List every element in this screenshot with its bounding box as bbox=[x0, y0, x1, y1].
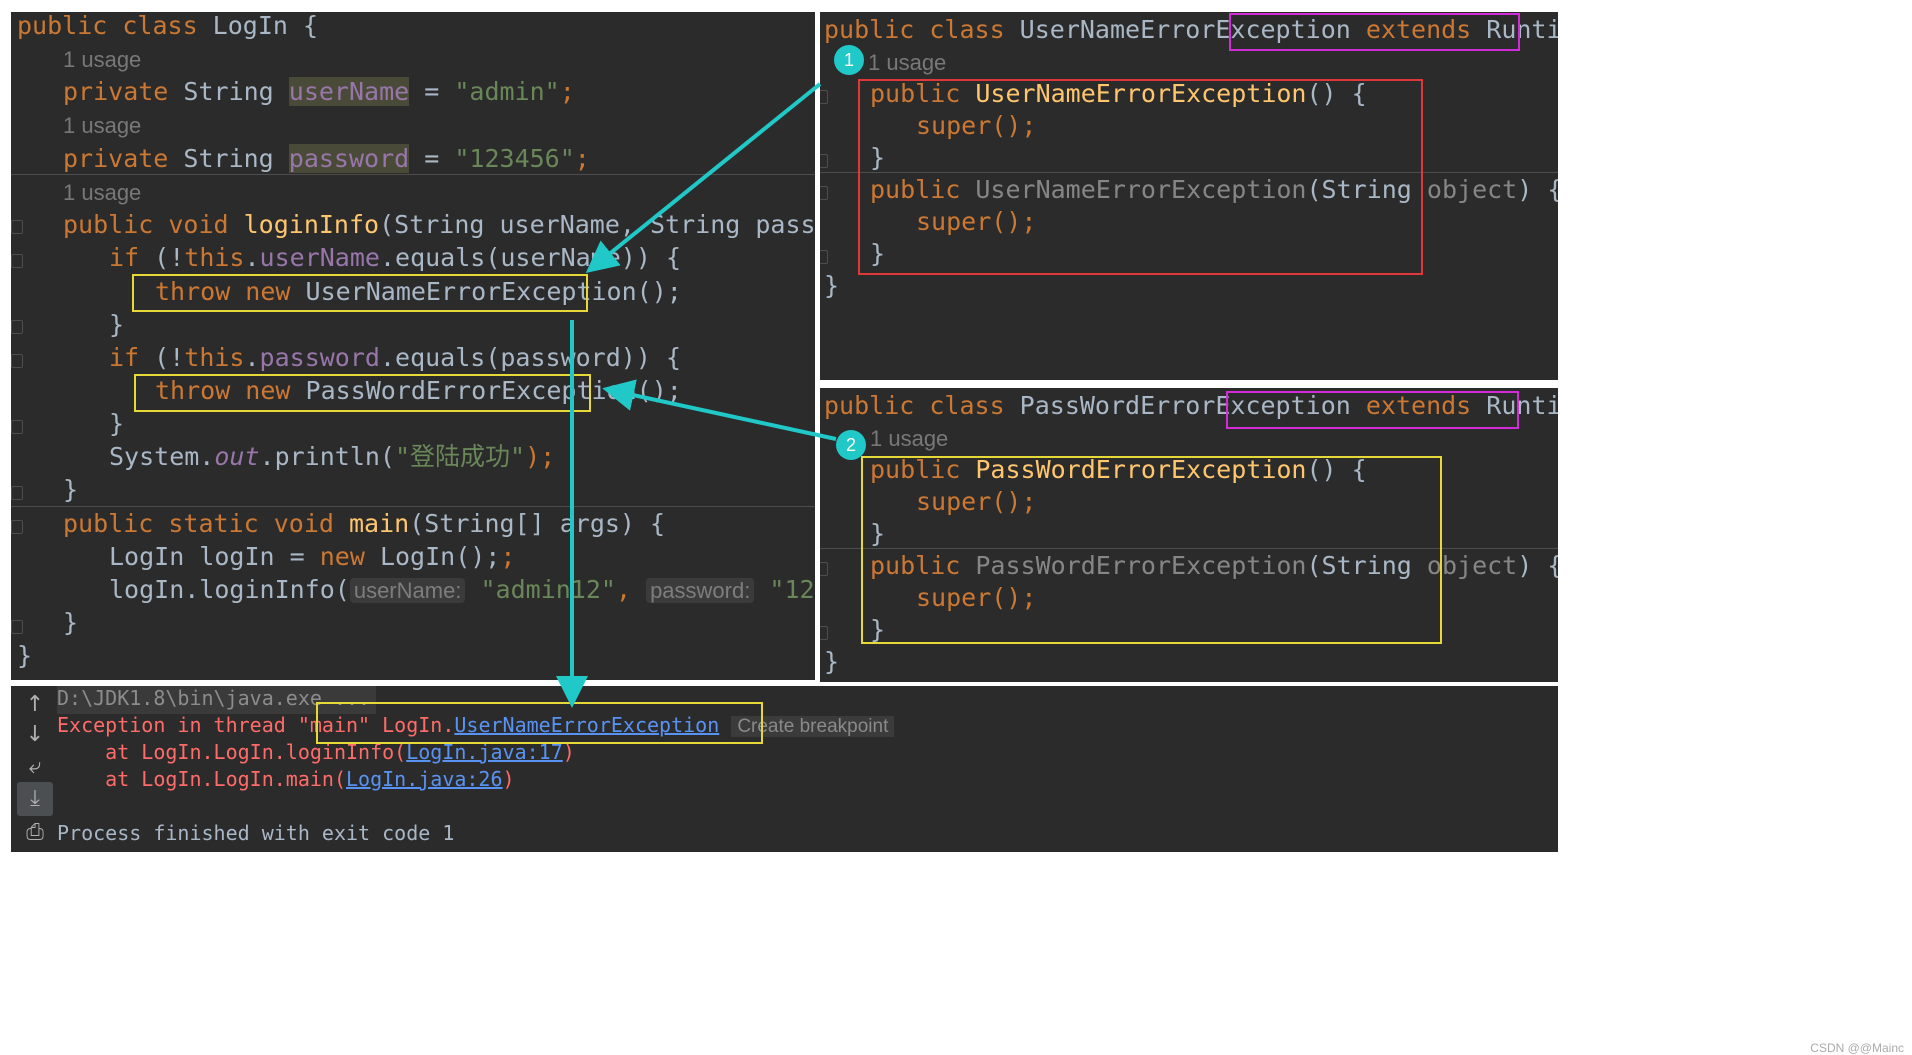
code-line-close[interactable]: } bbox=[870, 615, 886, 644]
fold-gutter-icon[interactable] bbox=[820, 250, 828, 264]
usage-hint[interactable]: 1 usage bbox=[63, 180, 142, 205]
fold-gutter-icon[interactable] bbox=[11, 320, 23, 334]
usage-hint[interactable]: 1 usage bbox=[63, 47, 142, 72]
usage-hint[interactable]: 1 usage bbox=[870, 426, 949, 451]
highlight-box-console-exception bbox=[316, 702, 763, 744]
code-line-close[interactable]: } bbox=[824, 647, 840, 676]
login-editor[interactable]: public class LogIn { 1 usage private Str… bbox=[11, 12, 815, 680]
code-line-close[interactable]: } bbox=[63, 475, 79, 504]
soft-wrap-icon[interactable]: ⤶ bbox=[28, 754, 42, 779]
scroll-to-end-icon[interactable]: ⤓ bbox=[17, 782, 53, 816]
code-line-if-password[interactable]: if (!this.password.equals(password)) { bbox=[109, 343, 681, 372]
watermark: CSDN @@Mainc bbox=[1810, 1041, 1904, 1055]
console-exception-line[interactable]: Exception in thread "main" LogIn.UserNam… bbox=[57, 709, 895, 741]
code-line-close[interactable]: } bbox=[824, 271, 840, 300]
username-exception-editor[interactable]: public class UserNameErrorException exte… bbox=[820, 12, 1558, 380]
highlight-box-username-ctors bbox=[858, 79, 1423, 275]
code-line-class-decl[interactable]: public class UserNameErrorException exte… bbox=[824, 15, 1558, 44]
code-line-ctor[interactable]: public UserNameErrorException() { bbox=[870, 79, 1367, 108]
fold-gutter-icon[interactable] bbox=[820, 562, 828, 576]
code-line-call[interactable]: logIn.loginInfo(userName: "admin12", pas… bbox=[109, 575, 815, 604]
fold-gutter-icon[interactable] bbox=[11, 420, 23, 434]
fold-gutter-icon[interactable] bbox=[820, 186, 828, 200]
method-separator bbox=[820, 172, 1558, 173]
usage-hint[interactable]: 1 usage bbox=[63, 113, 142, 138]
method-separator bbox=[11, 506, 815, 507]
create-breakpoint-link[interactable]: Create breakpoint bbox=[731, 716, 895, 737]
console-exit-line: Process finished with exit code 1 bbox=[57, 821, 455, 845]
code-line-super[interactable]: super(); bbox=[916, 111, 1037, 140]
code-line-close[interactable]: } bbox=[870, 143, 886, 172]
code-line-close[interactable]: } bbox=[109, 310, 125, 339]
code-line-throw-username[interactable]: throw new UserNameErrorException(); bbox=[155, 277, 682, 306]
highlight-box-extends-password bbox=[1226, 391, 1519, 429]
scroll-down-icon[interactable]: ↓ bbox=[25, 722, 45, 747]
usage-hint[interactable]: 1 usage bbox=[868, 50, 947, 75]
fold-gutter-icon[interactable] bbox=[820, 626, 828, 640]
method-separator bbox=[820, 548, 1558, 549]
code-line-field-password[interactable]: private String password = "123456"; bbox=[63, 144, 590, 173]
code-line-close[interactable]: } bbox=[63, 608, 79, 637]
code-line-close[interactable]: } bbox=[109, 409, 125, 438]
code-line-println[interactable]: System.out.println("登陆成功"); bbox=[109, 442, 556, 471]
fold-gutter-icon[interactable] bbox=[11, 486, 23, 500]
code-line-close[interactable]: } bbox=[870, 519, 886, 548]
scroll-up-icon[interactable]: ↑ bbox=[25, 692, 45, 717]
stack-trace-link[interactable]: LogIn.java:17 bbox=[406, 740, 563, 764]
highlight-box-password-ctors bbox=[861, 456, 1442, 644]
highlight-box-extends-username bbox=[1229, 13, 1520, 51]
code-line-class-decl[interactable]: public class PassWordErrorException exte… bbox=[824, 391, 1558, 420]
run-console[interactable]: ↑ ↓ ⤶ ⤓ ⎙ D:\JDK1.8\bin\java.exe ... Exc… bbox=[11, 686, 1558, 852]
fold-gutter-icon[interactable] bbox=[820, 154, 828, 168]
console-stack-trace-line[interactable]: at LogIn.LogIn.loginInfo(LogIn.java:17) bbox=[57, 740, 575, 764]
fold-gutter-icon[interactable] bbox=[11, 620, 23, 634]
code-line-class-decl[interactable]: public class LogIn { bbox=[17, 12, 319, 40]
code-line-ctor[interactable]: public UserNameErrorException(String obj… bbox=[870, 175, 1558, 204]
code-line-ctor[interactable]: public PassWordErrorException() { bbox=[870, 455, 1367, 484]
code-line-field-username[interactable]: private String userName = "admin"; bbox=[63, 77, 575, 106]
code-line-super[interactable]: super(); bbox=[916, 583, 1037, 612]
param-hint: password: bbox=[646, 578, 755, 603]
code-line-super[interactable]: super(); bbox=[916, 207, 1037, 236]
fold-gutter-icon[interactable] bbox=[11, 354, 23, 368]
param-hint: userName: bbox=[349, 578, 466, 603]
fold-gutter-icon[interactable] bbox=[11, 254, 23, 268]
highlight-box-throw-username bbox=[132, 274, 588, 312]
annotation-badge-1: 1 bbox=[834, 45, 864, 75]
console-command[interactable]: D:\JDK1.8\bin\java.exe ... bbox=[57, 686, 377, 714]
stack-trace-link[interactable]: LogIn.java:26 bbox=[345, 767, 503, 791]
print-icon[interactable]: ⎙ bbox=[26, 820, 44, 845]
highlight-box-throw-password bbox=[134, 374, 591, 412]
code-line-close[interactable]: } bbox=[17, 641, 33, 670]
password-exception-editor[interactable]: public class PassWordErrorException exte… bbox=[820, 388, 1558, 682]
code-line-super[interactable]: super(); bbox=[916, 487, 1037, 516]
fold-gutter-icon[interactable] bbox=[820, 90, 828, 104]
method-separator bbox=[11, 174, 815, 175]
code-line-new-login[interactable]: LogIn logIn = new LogIn();; bbox=[109, 542, 516, 571]
annotation-badge-2: 2 bbox=[836, 430, 866, 460]
fold-gutter-icon[interactable] bbox=[11, 220, 23, 234]
exception-class-link[interactable]: UserNameErrorException bbox=[454, 713, 720, 737]
code-line-ctor[interactable]: public PassWordErrorException(String obj… bbox=[870, 551, 1558, 580]
console-stack-trace-line[interactable]: at LogIn.LogIn.main(LogIn.java:26) bbox=[57, 767, 515, 791]
fold-gutter-icon[interactable] bbox=[11, 520, 23, 534]
code-line-main-sig[interactable]: public static void main(String[] args) { bbox=[63, 509, 666, 538]
code-line-close[interactable]: } bbox=[870, 239, 886, 268]
